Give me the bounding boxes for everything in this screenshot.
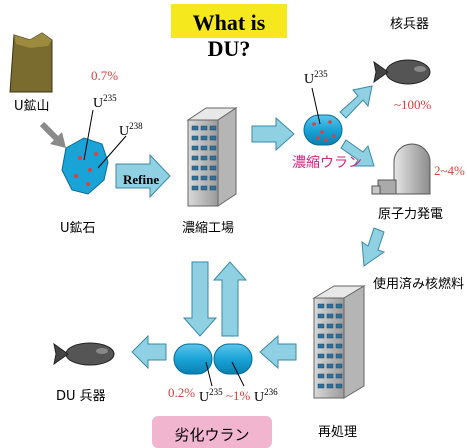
enriched-u235-label: U235 xyxy=(304,69,328,87)
nuclear-weapon-label: 核兵器 xyxy=(390,17,430,32)
pct-07-label: 0.7% xyxy=(91,68,119,83)
du-u235-pointer xyxy=(205,361,213,387)
title-box xyxy=(171,4,287,38)
pct-100-label: ~100% xyxy=(394,97,432,112)
u-ore-label: U鉱石 xyxy=(60,221,96,236)
depleted-uranium-box xyxy=(152,416,272,448)
u238-pointer xyxy=(97,135,127,169)
du-weapon-icon xyxy=(53,342,115,366)
enriched-u235-pointer xyxy=(311,87,321,125)
depleted-uranium-label: 劣化ウラン xyxy=(174,426,250,444)
pct-2-4-label: 2~4% xyxy=(434,163,465,178)
spent-fuel-label: 使用済み核燃料 xyxy=(373,277,465,292)
du-u235-label: U235 xyxy=(199,387,223,405)
du-u236-label: U236 xyxy=(254,387,278,405)
depleted-capsule-left xyxy=(173,343,213,375)
reprocessing-label: 再処理 xyxy=(318,425,358,440)
refine-label: Refine xyxy=(123,172,160,187)
plant-to-depleted-arrow xyxy=(182,261,218,337)
pct-1-label: ~1% xyxy=(226,388,251,403)
u235-label: U235 xyxy=(93,93,117,111)
u238-label: U238 xyxy=(119,121,143,139)
plant-to-spent-arrow xyxy=(361,227,386,267)
enriched-uranium-label: 濃縮ウラン xyxy=(292,155,362,171)
depleted-capsule-right xyxy=(213,343,253,375)
du-weapon-label: DU 兵器 xyxy=(56,389,106,404)
u235-pointer xyxy=(83,109,94,161)
reprocessing-building-icon xyxy=(312,285,366,399)
depleted-to-weapon-arrow xyxy=(131,334,167,370)
pct-02-label: 0.2% xyxy=(168,385,196,400)
bomb-icon xyxy=(373,59,431,85)
refine-arrow xyxy=(115,153,171,199)
enriched-to-plant-arrow xyxy=(340,139,375,167)
capsule-icon xyxy=(303,114,343,146)
factory-icon xyxy=(186,107,238,207)
reprocessing-to-depleted-arrow xyxy=(259,334,297,370)
du-u236-pointer xyxy=(231,361,245,387)
depleted-to-plant-arrow xyxy=(212,261,248,337)
power-plant-icon xyxy=(371,143,431,195)
nuclear-plant-label: 原子力発電 xyxy=(378,207,444,222)
ore-icon xyxy=(61,137,109,195)
plant-to-enriched-arrow xyxy=(251,116,295,152)
mine-to-ore-arrow xyxy=(39,121,66,148)
u-mine-label: U鉱山 xyxy=(14,99,50,114)
page-title: What is DU? xyxy=(192,10,266,61)
mine-icon xyxy=(9,32,53,93)
enrichment-plant-label: 濃縮工場 xyxy=(182,221,235,236)
enriched-to-weapon-arrow xyxy=(339,85,373,119)
